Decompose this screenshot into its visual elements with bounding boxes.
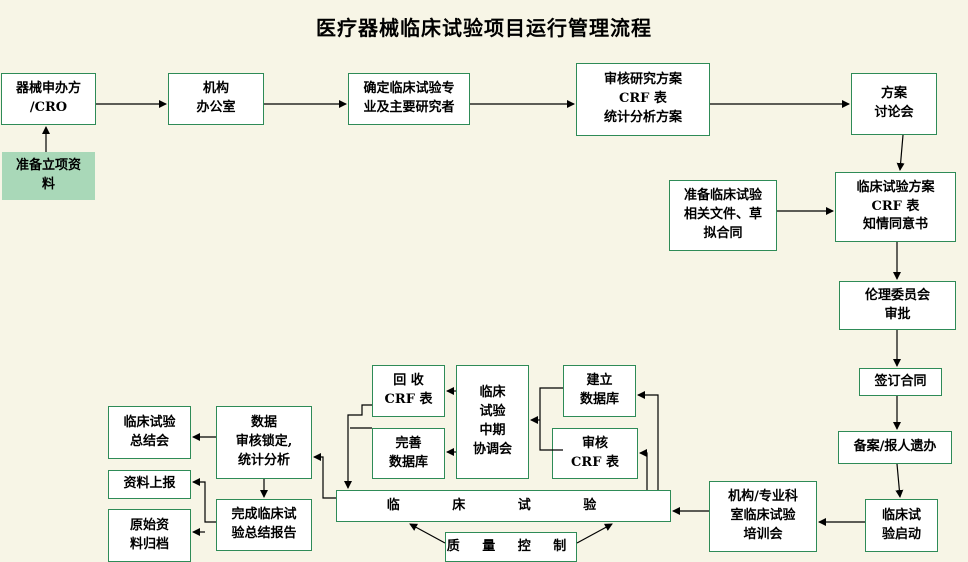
node-office: 机构 办公室 xyxy=(168,73,264,125)
arrow-qc-trial-left xyxy=(409,523,446,544)
bracket-build-review xyxy=(539,387,563,451)
node-build-db: 建立 数据库 xyxy=(563,365,636,417)
node-midterm-meeting: 临床 试验 中期 协调会 xyxy=(456,365,529,479)
node-review-crf: 审核 CRF 表 xyxy=(552,428,638,479)
node-review-plan: 审核研究方案 CRF 表 统计分析方案 xyxy=(576,63,710,136)
node-sponsor: 器械申办方 /CRO xyxy=(1,73,96,125)
node-data-lock: 数据 审核锁定, 统计分析 xyxy=(216,406,312,479)
arrow-filing-start xyxy=(895,463,904,498)
node-plan-discussion: 方案 讨论会 xyxy=(851,73,937,135)
node-final-report: 完成临床试 验总结报告 xyxy=(216,499,312,551)
node-complete-db: 完善 数据库 xyxy=(372,428,445,479)
node-quality-control: 质 量 控 制 xyxy=(445,532,577,562)
arrow-qc-trial-right xyxy=(576,523,613,544)
node-archive: 原始资 料归档 xyxy=(108,509,191,562)
node-protocol-docs: 临床试验方案 CRF 表 知情同意书 xyxy=(835,172,956,242)
node-determine-investigator: 确定临床试验专 业及主要研究者 xyxy=(348,73,470,125)
node-filing: 备案/报人遗办 xyxy=(838,431,952,464)
node-ethics: 伦理委员会 审批 xyxy=(839,281,956,330)
page-title: 医疗器械临床试验项目运行管理流程 xyxy=(316,16,652,40)
node-trial-start: 临床试 验启动 xyxy=(865,499,938,552)
node-clinical-trial: 临 床 试 验 xyxy=(336,490,671,522)
node-collect-crf: 回 收 CRF 表 xyxy=(372,365,445,417)
arrow-trial-data-lock xyxy=(313,453,336,499)
arrow-trial-review-crf xyxy=(639,449,648,490)
node-prepare-docs: 准备立项资 料 xyxy=(2,152,95,200)
arrow-discussion-protocol xyxy=(896,134,905,171)
arrow-collect-trial xyxy=(344,404,372,489)
arrow-trial-build-db xyxy=(637,391,659,490)
node-prepare-contract: 准备临床试验 相关文件、草 拟合同 xyxy=(669,180,777,251)
node-report-upload: 资料上报 xyxy=(108,470,191,499)
node-training: 机构/专业科 室临床试验 培训会 xyxy=(709,481,817,552)
node-sign-contract: 签订合同 xyxy=(859,368,942,396)
arrow-report-upload xyxy=(192,478,216,523)
node-summary-meeting: 临床试验 总结会 xyxy=(108,406,191,459)
